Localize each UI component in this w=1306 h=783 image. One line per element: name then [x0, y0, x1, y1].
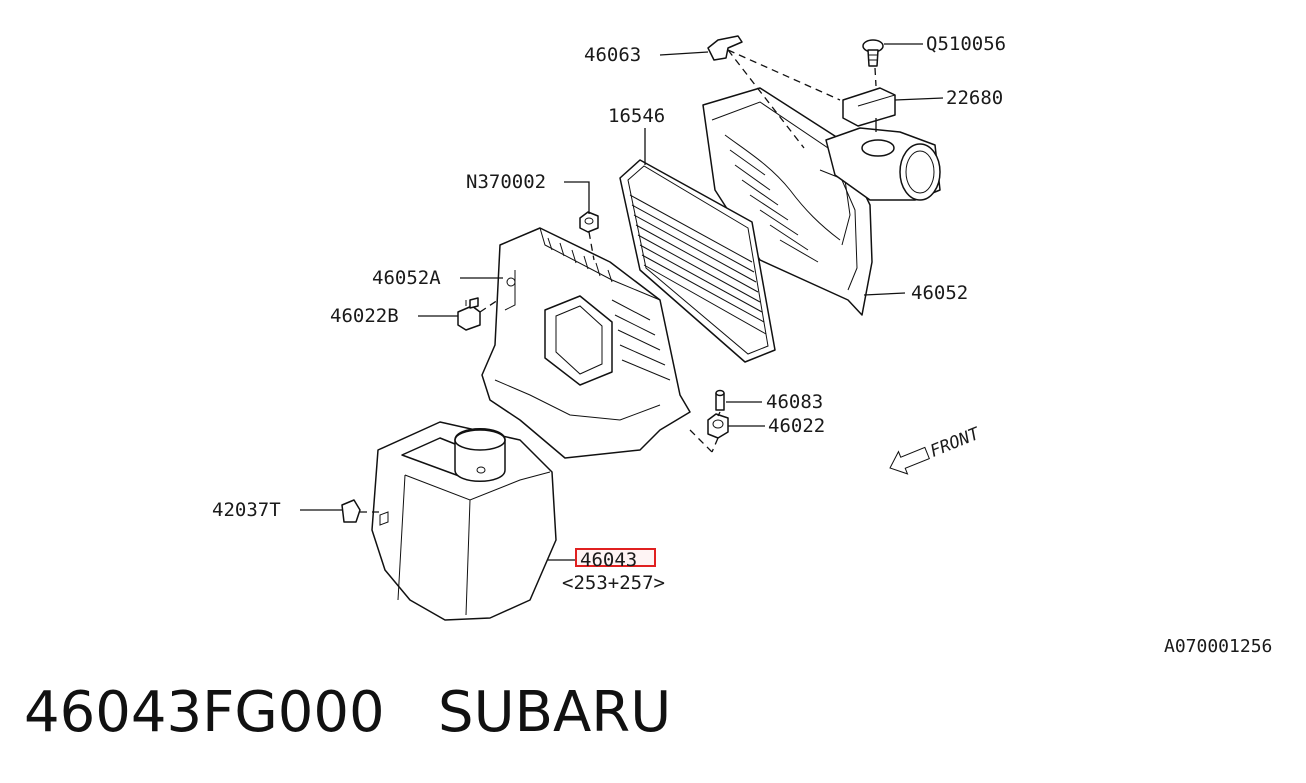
screw-Q510056	[862, 39, 884, 67]
leader-lines	[300, 43, 944, 561]
title-part-number: 46043FG000	[24, 680, 385, 745]
callout-16546: 16546	[608, 105, 665, 127]
grommet-46022	[707, 413, 729, 439]
pin-46083	[715, 389, 725, 411]
callout-46083: 46083	[766, 391, 823, 413]
callout-42037T: 42037T	[212, 499, 281, 521]
filter-element-16546	[619, 159, 776, 363]
front-label: FRONT	[927, 423, 984, 461]
resonator-46043	[371, 421, 557, 621]
assembly-dash-lines	[360, 49, 877, 513]
callout-46022B: 46022B	[330, 305, 399, 327]
sensor-22680	[842, 87, 896, 132]
page-title: 46043FG000 SUBARU	[24, 680, 671, 745]
callout-46052: 46052	[911, 282, 968, 304]
callout-46043[interactable]: 46043	[580, 549, 637, 571]
callout-22680: 22680	[946, 87, 1003, 109]
drawing-code: A070001256	[1164, 636, 1272, 657]
highlight-box	[575, 548, 656, 567]
callout-46022: 46022	[768, 415, 825, 437]
callout-Q510056: Q510056	[926, 33, 1006, 55]
clip-42037T	[341, 499, 361, 523]
intake-snorkel	[825, 127, 941, 201]
callout-46043-note: <253+257>	[562, 572, 665, 594]
clip-46063	[707, 35, 743, 61]
title-brand: SUBARU	[438, 680, 672, 745]
nut-N370002	[579, 211, 599, 233]
lower-case-46052A	[481, 227, 691, 459]
grommet-46022B	[457, 297, 481, 331]
callout-46063: 46063	[584, 44, 641, 66]
callout-46052A: 46052A	[372, 267, 441, 289]
callout-N370002: N370002	[466, 171, 546, 193]
front-arrow: FRONT	[889, 423, 984, 475]
